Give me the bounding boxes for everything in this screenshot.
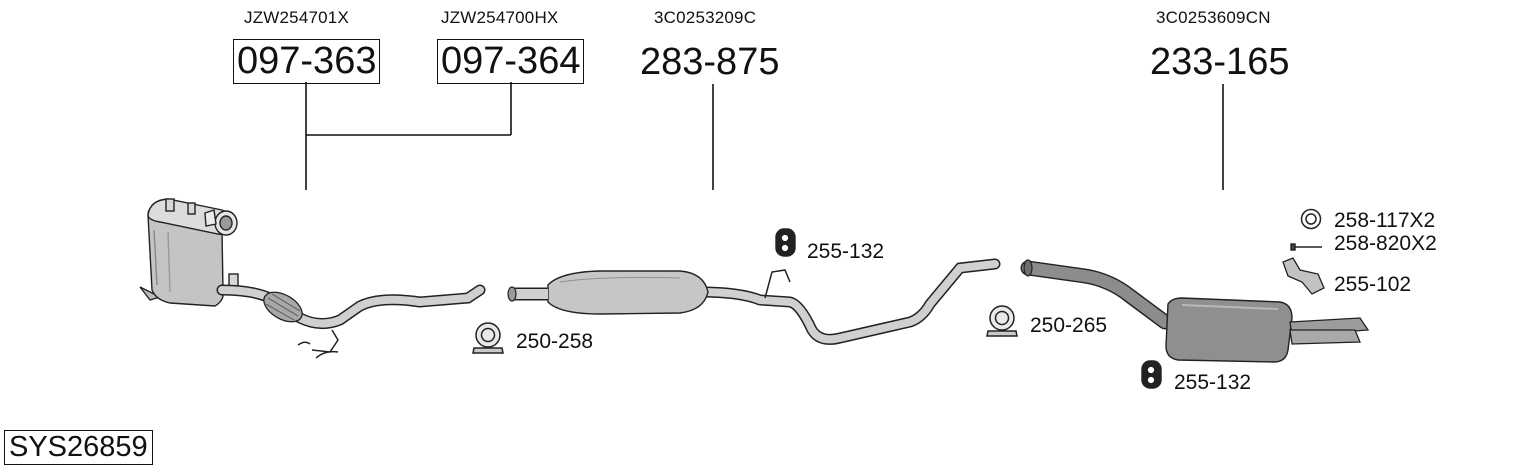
part-number-1[interactable]: 097-363: [233, 39, 381, 84]
gasket-label[interactable]: 258-117X2: [1334, 209, 1436, 232]
clamp-icon[interactable]: [986, 305, 1018, 337]
oem-label-3: 3C0253209C: [654, 8, 757, 27]
clamp-left-label[interactable]: 250-258: [516, 330, 594, 353]
bracket-label[interactable]: 255-102: [1334, 273, 1412, 296]
oem-label-4: 3C0253609CN: [1156, 8, 1271, 27]
gasket-ring-icon[interactable]: [1300, 208, 1322, 230]
clamp-icon[interactable]: [472, 322, 504, 354]
hanger-mid-label[interactable]: 255-132: [807, 240, 885, 263]
front-pipe-part[interactable]: [216, 284, 486, 359]
rear-silencer-part[interactable]: [1020, 259, 1370, 363]
clamp-right-label[interactable]: 250-265: [1030, 314, 1108, 337]
middle-silencer-part[interactable]: [507, 258, 1001, 345]
part-number-4[interactable]: 233-165: [1150, 41, 1290, 83]
bolt-label[interactable]: 258-820X2: [1334, 232, 1437, 255]
part-number-3[interactable]: 283-875: [640, 41, 780, 83]
leader-lines: [305, 82, 1224, 190]
rubber-hanger-icon[interactable]: [775, 228, 796, 257]
part-number-2[interactable]: 097-364: [437, 39, 585, 84]
system-code: SYS26859: [4, 430, 153, 465]
oem-label-2: JZW254700HX: [441, 8, 559, 27]
bolt-icon[interactable]: [1290, 243, 1322, 251]
oem-label-1: JZW254701X: [244, 8, 349, 27]
rubber-hanger-icon[interactable]: [1141, 360, 1162, 389]
hanger-rear-label[interactable]: 255-132: [1174, 371, 1252, 394]
bracket-icon[interactable]: [1282, 257, 1325, 295]
